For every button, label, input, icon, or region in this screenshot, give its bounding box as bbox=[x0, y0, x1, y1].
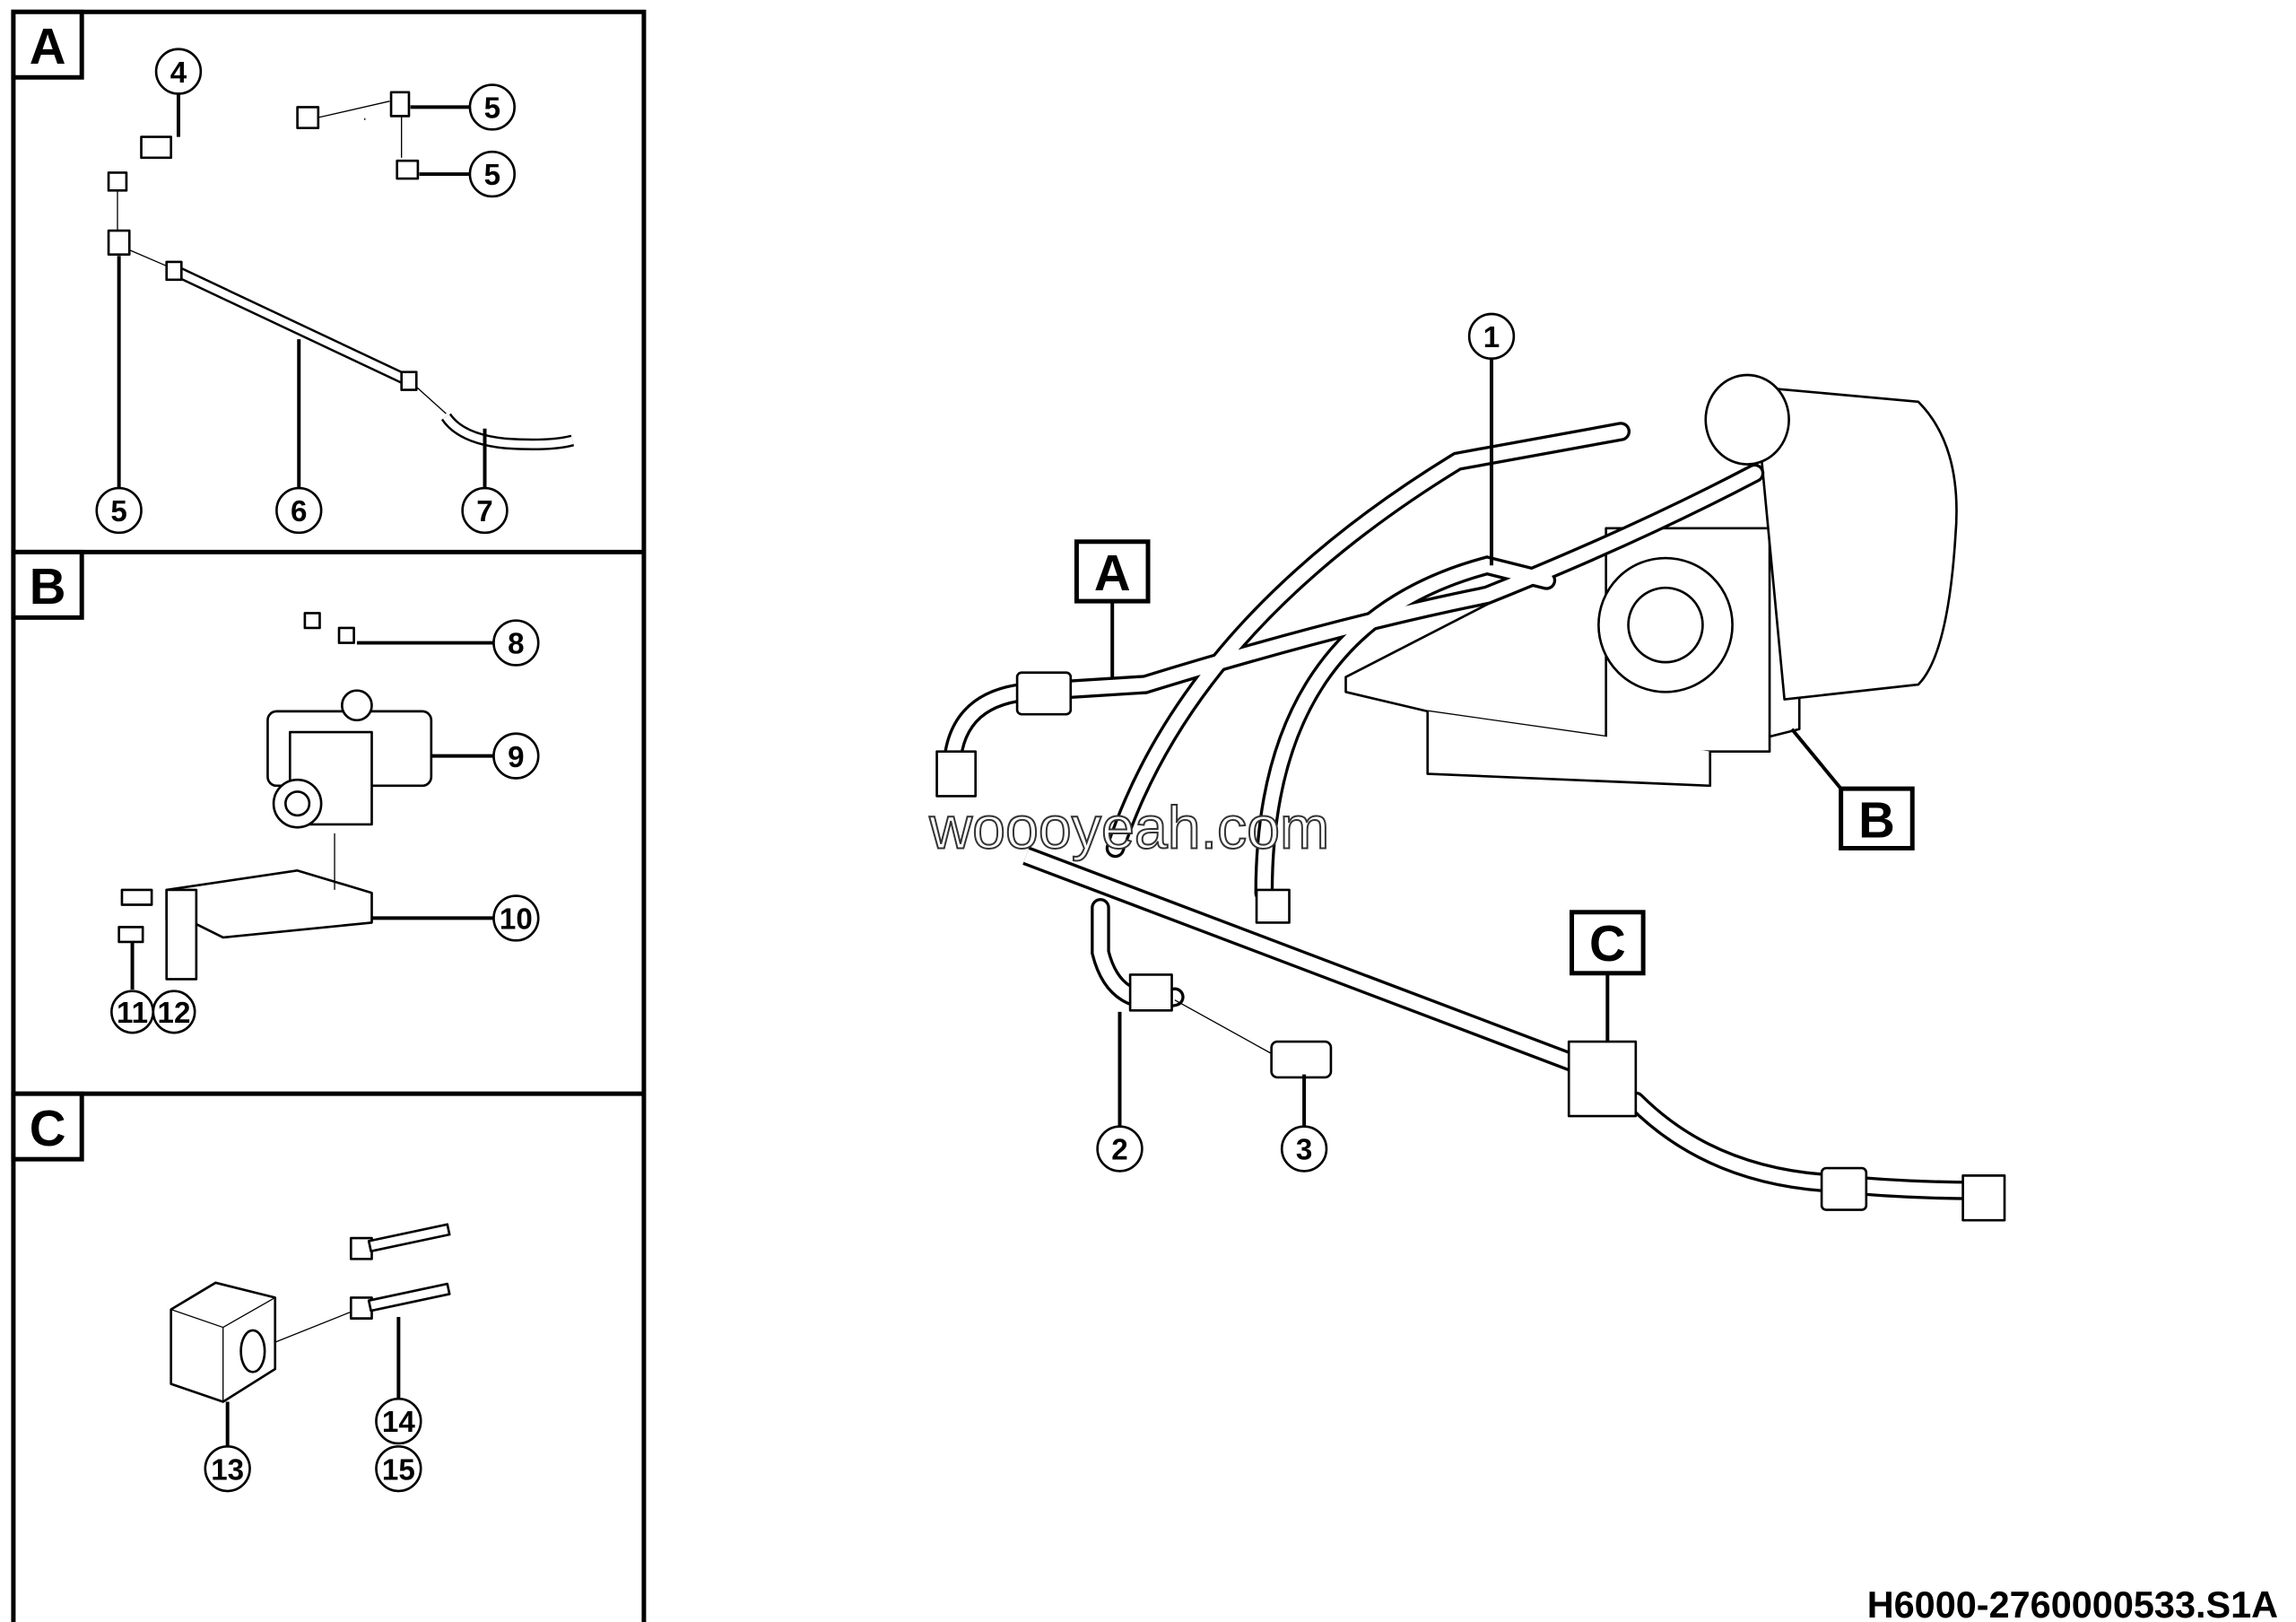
callout-8: 8 bbox=[492, 619, 540, 667]
callout-5: 5 bbox=[468, 150, 517, 198]
svg-text:B: B bbox=[1858, 791, 1895, 848]
callout-13: 13 bbox=[204, 1444, 251, 1493]
svg-text:14: 14 bbox=[382, 1406, 415, 1439]
section-label-c: C bbox=[1570, 910, 1646, 976]
svg-text:11: 11 bbox=[117, 997, 148, 1030]
svg-text:13: 13 bbox=[211, 1453, 244, 1487]
callout-5: 5 bbox=[468, 83, 517, 131]
callout-1: 1 bbox=[1467, 312, 1516, 361]
section-label-b: B bbox=[1839, 786, 1915, 850]
svg-text:C: C bbox=[1589, 915, 1626, 972]
callout-14: 14 bbox=[375, 1397, 422, 1445]
panel-a-label: A bbox=[11, 9, 84, 80]
svg-text:A: A bbox=[1094, 545, 1131, 601]
drawing-number: H6000-2760000533.S1A bbox=[1867, 1583, 2278, 1622]
callout-9: 9 bbox=[492, 732, 540, 780]
svg-text:5: 5 bbox=[484, 159, 500, 192]
svg-text:8: 8 bbox=[508, 628, 524, 661]
svg-text:A: A bbox=[30, 18, 66, 74]
svg-text:12: 12 bbox=[158, 997, 191, 1030]
svg-text:5: 5 bbox=[110, 495, 126, 528]
svg-text:C: C bbox=[30, 1100, 66, 1156]
svg-text:3: 3 bbox=[1296, 1134, 1312, 1167]
callout-6: 6 bbox=[275, 486, 323, 535]
svg-text:2: 2 bbox=[1111, 1134, 1127, 1167]
svg-text:10: 10 bbox=[500, 903, 533, 937]
svg-text:1: 1 bbox=[1483, 321, 1500, 354]
callout-10: 10 bbox=[492, 894, 540, 942]
detail-panels: A B C bbox=[11, 9, 647, 1622]
panel-b-label: B bbox=[11, 549, 84, 620]
svg-text:7: 7 bbox=[476, 495, 492, 528]
leader-lines bbox=[117, 93, 1843, 1447]
svg-text:6: 6 bbox=[291, 495, 307, 528]
panel-a-hoses-drawing bbox=[107, 91, 575, 451]
main-assembly-drawing bbox=[935, 373, 2006, 1222]
panel-b-motor-drawing bbox=[117, 612, 433, 981]
callout-7: 7 bbox=[461, 486, 509, 535]
callout-11: 11 bbox=[110, 990, 155, 1034]
callout-12: 12 bbox=[152, 990, 196, 1034]
callout-5: 5 bbox=[95, 486, 143, 535]
watermark: woooyeah.com bbox=[928, 795, 1329, 861]
callout-2: 2 bbox=[1096, 1125, 1144, 1173]
callout-15: 15 bbox=[375, 1444, 422, 1493]
callout-3: 3 bbox=[1280, 1125, 1328, 1173]
callout-4: 4 bbox=[154, 48, 203, 95]
svg-text:5: 5 bbox=[484, 92, 500, 126]
panel-c-label: C bbox=[11, 1091, 84, 1162]
svg-text:B: B bbox=[30, 558, 66, 615]
panel-c-block-drawing bbox=[170, 1223, 451, 1403]
svg-text:4: 4 bbox=[170, 57, 187, 90]
svg-text:9: 9 bbox=[508, 741, 524, 774]
svg-text:15: 15 bbox=[382, 1453, 415, 1487]
section-label-a: A bbox=[1074, 539, 1151, 604]
